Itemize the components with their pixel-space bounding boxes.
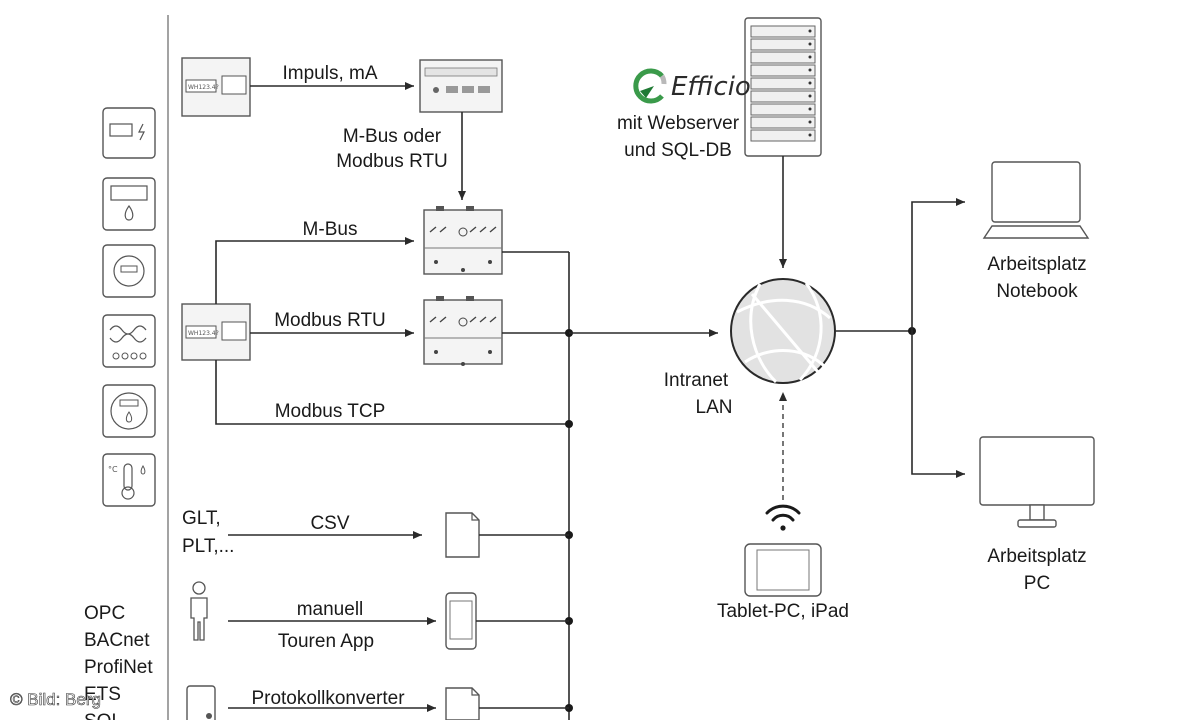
cold-water-meter-icon: [102, 384, 156, 438]
touren-app-label: Touren App: [278, 631, 374, 652]
pc-arrow: [911, 331, 965, 478]
server-label-1: mit Webserver: [617, 113, 740, 134]
mbus-oder-label-2: Modbus RTU: [336, 151, 448, 172]
glt-label-2: PLT,...: [182, 536, 234, 557]
converter-box-icon: [186, 685, 216, 720]
multi-meter-display: WH123.4?: [188, 330, 219, 337]
smartphone-icon: [445, 592, 477, 650]
gas-meter-icon: [102, 177, 156, 231]
wifi-icon: [765, 504, 801, 531]
network-label-1: Intranet: [664, 370, 729, 391]
bus-junction: [565, 420, 573, 428]
electricity-meter-icon: [102, 107, 156, 159]
svg-text:°C: °C: [108, 465, 118, 474]
efficio-logo: Efficio: [633, 68, 751, 104]
manuell-label: manuell: [297, 599, 364, 620]
csv-file-icon: [445, 512, 480, 558]
notebook-label-2: Notebook: [996, 281, 1078, 302]
water-meter-icon: [102, 244, 156, 298]
mbus-gateway-device: [423, 206, 503, 275]
server-label-2: und SQL-DB: [624, 140, 732, 161]
notebook-icon: [982, 161, 1090, 239]
modbus-rtu-gateway-device: [423, 296, 503, 366]
pulse-converter-device: [419, 59, 503, 113]
notebook-arrow: [911, 198, 965, 331]
protocol-item: SQL: [84, 711, 122, 720]
tablet-label: Tablet-PC, iPad: [717, 601, 849, 622]
network-label-2: LAN: [696, 397, 733, 418]
top-meter-device: WH123.4?: [181, 57, 251, 117]
pc-monitor-icon: [979, 436, 1095, 528]
image-credit: © Bild: Berg: [10, 690, 101, 709]
impuls-label: Impuls, mA: [282, 63, 377, 84]
mbus-label: M-Bus: [303, 219, 358, 240]
csv-label: CSV: [310, 513, 349, 534]
temperature-humidity-icon: °C: [102, 453, 156, 507]
glt-label-1: GLT,: [182, 508, 221, 529]
converter-file-icon: [445, 687, 480, 720]
protocol-item: OPC: [84, 603, 125, 624]
heat-meter-icon: [102, 314, 156, 368]
meter-icon-column: °C: [102, 107, 156, 507]
multi-protocol-meter-device: WH123.4?: [181, 303, 251, 361]
protocol-item: ETS: [84, 684, 121, 705]
mbus-arrow: [215, 237, 414, 304]
mbus-oder-label-1: M-Bus oder: [343, 126, 442, 147]
network-globe-icon: [730, 278, 836, 384]
tablet-icon: [744, 543, 822, 597]
pc-label-2: PC: [1024, 573, 1050, 594]
top-meter-display: WH123.4?: [188, 84, 219, 91]
pc-label-1: Arbeitsplatz: [987, 546, 1086, 567]
protocol-item: ProfiNet: [84, 657, 153, 678]
modbus-rtu-label: Modbus RTU: [274, 310, 386, 331]
efficio-brand: Efficio: [671, 72, 751, 102]
server-tower-icon: [744, 17, 822, 157]
modbus-tcp-line: [215, 360, 569, 425]
modbus-tcp-label: Modbus TCP: [275, 401, 386, 422]
notebook-label-1: Arbeitsplatz: [987, 254, 1086, 275]
person-icon: [190, 581, 208, 641]
protokollkonverter-label: Protokollkonverter: [251, 688, 405, 709]
protocol-item: BACnet: [84, 630, 150, 651]
